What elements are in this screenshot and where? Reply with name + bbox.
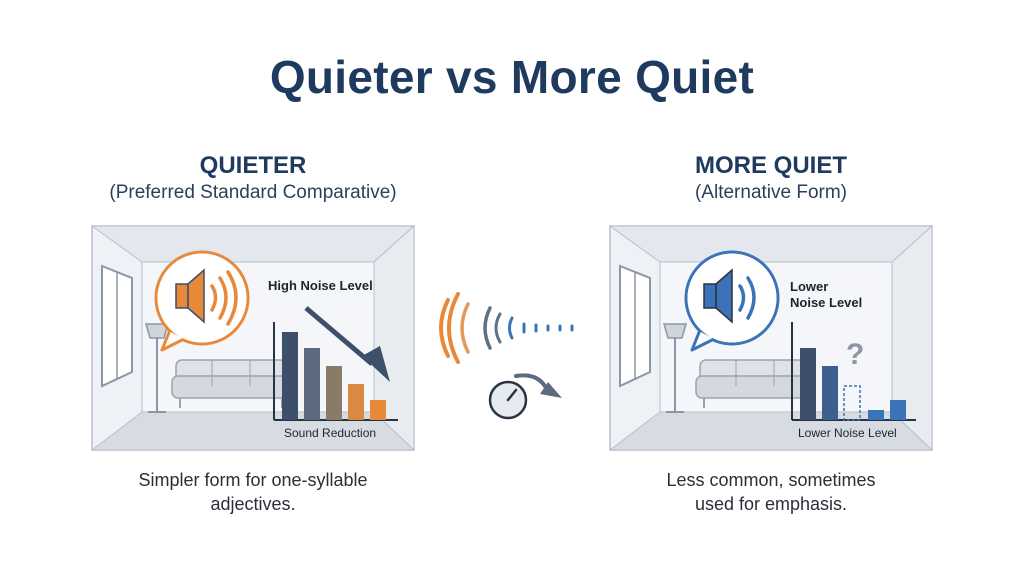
sofa	[695, 359, 815, 408]
bar	[326, 366, 342, 420]
bar	[370, 400, 386, 420]
floor-lamp	[145, 323, 169, 413]
bar	[890, 400, 906, 420]
right-room-illustration: ?	[608, 224, 934, 452]
left-room-illustration	[90, 224, 416, 452]
right-bar-chart: ?	[791, 322, 916, 421]
right-chart-top-label-line2: Noise Level	[790, 295, 863, 310]
left-bar-chart	[273, 306, 398, 421]
right-caption: Less common, sometimes used for emphasis…	[610, 468, 932, 516]
down-arrow-icon	[304, 306, 390, 382]
bar	[282, 332, 298, 420]
window	[619, 264, 651, 388]
bar	[304, 348, 320, 420]
right-subheading: (Alternative Form)	[694, 182, 848, 203]
svg-text:?: ?	[846, 338, 864, 371]
left-heading: QUIETER	[199, 152, 307, 179]
window	[101, 264, 133, 388]
floor-lamp	[663, 323, 687, 413]
bar	[822, 366, 838, 420]
bar	[868, 410, 884, 420]
speaker-icon	[703, 268, 756, 324]
sound-wave-icon	[439, 292, 574, 364]
bar	[348, 384, 364, 420]
speech-bubble	[154, 250, 250, 352]
question-mark-icon: ?	[846, 338, 864, 371]
speaker-icon	[175, 268, 238, 326]
left-chart-top-label: High Noise Level	[268, 278, 373, 293]
right-heading: MORE QUIET	[694, 152, 847, 179]
right-chart-top-label-line1: Lower	[790, 279, 829, 294]
right-caption-line1: Less common, sometimes	[666, 470, 876, 490]
left-caption: Simpler form for one-syllable adjectives…	[92, 468, 414, 516]
speech-bubble	[684, 250, 780, 352]
left-caption-line2: adjectives.	[210, 494, 296, 514]
left-subheading: (Preferred Standard Comparative)	[109, 182, 397, 203]
bar	[800, 348, 816, 420]
left-caption-line1: Simpler form for one-syllable	[138, 470, 368, 490]
volume-knob-icon	[488, 373, 562, 420]
right-caption-line2: used for emphasis.	[694, 494, 848, 514]
right-chart-bottom-label: Lower Noise Level	[798, 426, 897, 440]
page-title: Quieter vs More Quiet	[269, 51, 755, 103]
bar	[843, 385, 861, 421]
left-chart-bottom-label: Sound Reduction	[284, 426, 377, 440]
